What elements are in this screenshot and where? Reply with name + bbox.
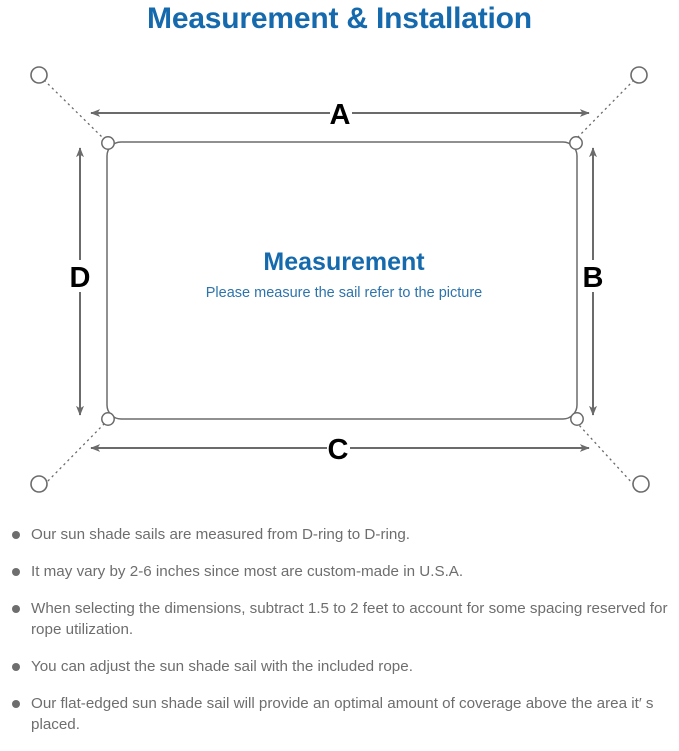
page-title: Measurement & Installation — [147, 2, 532, 35]
list-item-text: Our sun shade sails are measured from D-… — [31, 526, 410, 543]
d-ring-bottom-right — [570, 412, 584, 426]
list-item: It may vary by 2-6 inches since most are… — [0, 561, 679, 582]
anchor-post-bottom-left — [30, 475, 48, 493]
dimension-label-d: D — [70, 262, 91, 294]
dimension-label-c: C — [328, 434, 349, 466]
list-item: Our flat-edged sun shade sail will provi… — [0, 693, 679, 735]
rope-bottom-left — [43, 423, 105, 486]
dimension-label-a: A — [330, 99, 351, 131]
list-item-text: Our flat-edged sun shade sail will provi… — [31, 695, 654, 733]
rope-bottom-right — [577, 423, 635, 486]
notes-list: Our sun shade sails are measured from D-… — [0, 524, 679, 751]
bullet-icon — [12, 605, 20, 613]
diagram-svg: A C D B Measurement Please measure the s… — [30, 66, 650, 493]
list-item: Our sun shade sails are measured from D-… — [0, 524, 679, 545]
measurement-diagram: A C D B Measurement Please measure the s… — [0, 44, 679, 514]
rope-lines — [43, 79, 635, 486]
list-item: When selecting the dimensions, subtract … — [0, 598, 679, 640]
bullet-icon — [12, 531, 20, 539]
d-ring-top-left — [101, 136, 115, 150]
sail-center-subtitle: Please measure the sail refer to the pic… — [206, 285, 482, 301]
bullet-icon — [12, 663, 20, 671]
sail-body — [106, 141, 578, 420]
rope-top-right — [575, 79, 635, 140]
anchor-post-top-right — [630, 66, 648, 84]
list-item-text: You can adjust the sun shade sail with t… — [31, 658, 413, 675]
list-item-text: When selecting the dimensions, subtract … — [31, 600, 668, 638]
list-item-text: It may vary by 2-6 inches since most are… — [31, 563, 464, 580]
d-ring-top-right — [569, 136, 583, 150]
d-rings — [101, 136, 584, 426]
bullet-icon — [12, 568, 20, 576]
anchor-posts — [30, 66, 650, 493]
bullet-icon — [12, 700, 20, 708]
rope-top-left — [43, 79, 105, 140]
list-item: You can adjust the sun shade sail with t… — [0, 656, 679, 677]
sail-center-title: Measurement — [263, 248, 425, 276]
d-ring-bottom-left — [101, 412, 115, 426]
dimension-label-b: B — [583, 262, 604, 294]
anchor-post-bottom-right — [632, 475, 650, 493]
anchor-post-top-left — [30, 66, 48, 84]
